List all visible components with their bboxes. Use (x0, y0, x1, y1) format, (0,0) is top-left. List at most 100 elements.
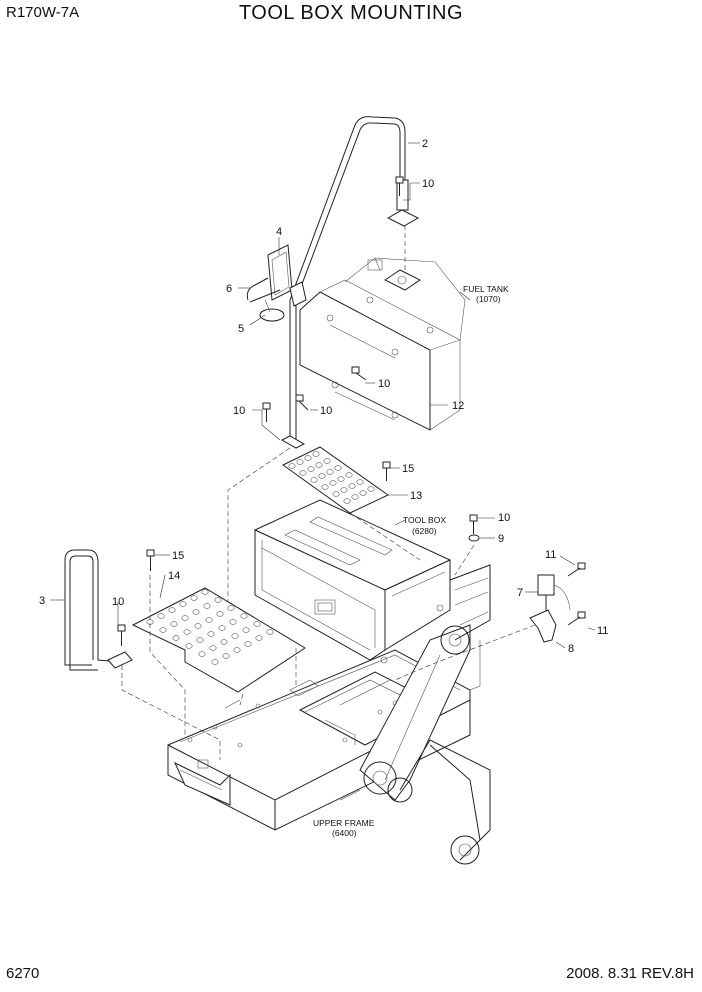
anti-slip-hole (233, 647, 241, 653)
part-callouts: 2 10 4 6 5 10 12 10 10 15 13 10 9 15 14 … (39, 138, 608, 655)
callout-5: 5 (238, 323, 244, 335)
fuel-tank-code: (1070) (476, 294, 501, 304)
anti-slip-hole (240, 613, 248, 619)
anti-slip-hole (299, 470, 307, 476)
anti-slip-hole (168, 607, 176, 613)
anti-slip-hole (244, 641, 252, 647)
page-number: 6270 (6, 965, 40, 982)
callout-10: 10 (378, 378, 390, 390)
callout-13: 13 (410, 490, 422, 502)
anti-slip-hole (198, 651, 206, 657)
anti-slip-hole (345, 472, 353, 478)
anti-slip-hole (359, 490, 367, 496)
callout-7: 7 (517, 587, 523, 599)
tool-box-drawing (253, 499, 452, 664)
callout-10: 10 (233, 405, 245, 417)
leader-lines (50, 142, 596, 801)
callout-10: 10 (320, 405, 332, 417)
anti-slip-hole (203, 603, 211, 609)
reference-labels: FUEL TANK (1070) TOOL BOX (6280) UPPER F… (313, 284, 509, 838)
handrail-drawing (280, 116, 420, 449)
anti-slip-hole (179, 601, 187, 607)
callout-15: 15 (402, 463, 414, 475)
callout-6: 6 (226, 283, 232, 295)
anti-slip-hole (321, 484, 329, 490)
anti-slip-hole (227, 605, 235, 611)
anti-slip-hole (334, 465, 342, 471)
anti-slip-hole (205, 617, 213, 623)
callout-10: 10 (112, 596, 124, 608)
step-plate-14 (131, 587, 306, 693)
anti-slip-hole (218, 625, 226, 631)
anti-slip-hole (307, 466, 315, 472)
anti-slip-hole (312, 451, 320, 457)
anti-slip-hole (222, 653, 230, 659)
anti-slip-hole (323, 458, 331, 464)
anti-slip-hole (315, 462, 323, 468)
anti-slip-hole (367, 486, 375, 492)
anti-slip-hole (340, 487, 348, 493)
anti-slip-hole (255, 635, 263, 641)
anti-slip-hole (337, 476, 345, 482)
callout-15: 15 (172, 550, 184, 562)
anti-slip-hole (253, 621, 261, 627)
revision-date: 2008. 8.31 REV.8H (566, 965, 694, 982)
cover-plate-drawing (299, 279, 461, 431)
anti-slip-hole (201, 589, 209, 595)
mirror-drawing (246, 244, 307, 322)
anti-slip-hole (172, 635, 180, 641)
callout-11: 11 (597, 625, 608, 637)
tool-box-code: (6280) (412, 526, 437, 536)
anti-slip-hole (304, 455, 312, 461)
anti-slip-hole (266, 629, 274, 635)
model-code: R170W-7A (6, 4, 80, 21)
anti-slip-hole (356, 479, 364, 485)
upper-frame-label: UPPER FRAME (313, 818, 375, 828)
callout-10: 10 (422, 178, 434, 190)
tool-box-label: TOOL BOX (403, 515, 446, 525)
callout-4: 4 (276, 226, 282, 238)
callout-14: 14 (168, 570, 180, 582)
anti-slip-hole (207, 631, 215, 637)
anti-slip-hole (196, 637, 204, 643)
anti-slip-hole (211, 659, 219, 665)
callout-2: 2 (422, 138, 428, 150)
anti-slip-hole (157, 613, 165, 619)
anti-slip-hole (332, 491, 340, 497)
anti-slip-hole (185, 643, 193, 649)
anti-slip-hole (310, 477, 318, 483)
callout-11: 11 (545, 549, 556, 561)
callout-12: 12 (452, 400, 464, 412)
anti-slip-hole (229, 619, 237, 625)
anti-slip-hole (351, 494, 359, 500)
anti-slip-hole (329, 480, 337, 486)
anti-slip-hole (343, 498, 351, 504)
upper-frame-code: (6400) (332, 828, 357, 838)
anti-slip-hole (192, 609, 200, 615)
fuel-tank-drawing (344, 257, 466, 341)
anti-slip-hole (220, 639, 228, 645)
callout-8: 8 (568, 643, 574, 655)
anti-slip-hole (231, 633, 239, 639)
anti-slip-hole (214, 597, 222, 603)
anti-slip-hole (194, 623, 202, 629)
anti-slip-hole (348, 483, 356, 489)
anti-slip-hole (288, 463, 296, 469)
page-title: TOOL BOX MOUNTING (238, 2, 464, 24)
anti-slip-hole (296, 459, 304, 465)
callout-10: 10 (498, 512, 510, 524)
anti-slip-hole (216, 611, 224, 617)
handle-drawing (64, 549, 133, 671)
anti-slip-hole (183, 629, 191, 635)
anti-slip-hole (209, 645, 217, 651)
callout-3: 3 (39, 595, 45, 607)
anti-slip-hole (242, 627, 250, 633)
anti-slip-hole (159, 627, 167, 633)
step-plate-13 (282, 446, 389, 514)
bolts-drawing (117, 176, 586, 646)
anti-slip-hole (326, 469, 334, 475)
anti-slip-hole (318, 473, 326, 479)
anti-slip-hole (170, 621, 178, 627)
anti-slip-hole (181, 615, 189, 621)
